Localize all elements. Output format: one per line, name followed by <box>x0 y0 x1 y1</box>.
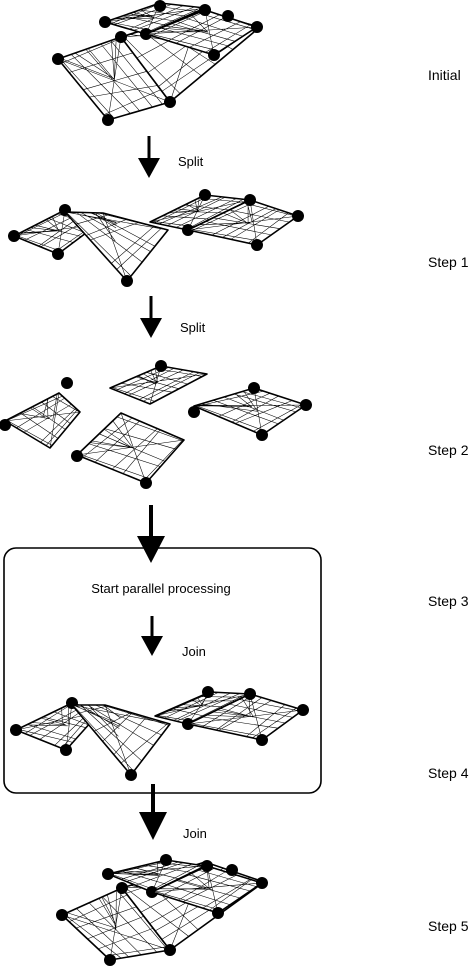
parallel-processing-box <box>3 547 322 794</box>
mesh-patch-outline <box>76 412 185 484</box>
mesh-triangulation <box>149 194 251 231</box>
mesh-node-dot <box>10 724 22 736</box>
mesh-node-dot <box>188 406 200 418</box>
stage-label-step-2: Step 2 <box>428 442 469 458</box>
mesh-node-dot <box>52 248 64 260</box>
mesh-node-dot <box>71 450 83 462</box>
mesh-triangulation <box>4 392 81 449</box>
mesh-node-dot <box>8 230 20 242</box>
mesh-node-dot <box>52 53 64 65</box>
mesh-triangulation <box>154 691 251 725</box>
mesh-triangulation <box>187 693 304 741</box>
arrow-label-split-1: Split <box>178 154 204 169</box>
mesh-initial-right <box>145 4 263 61</box>
mesh-node-dot <box>199 189 211 201</box>
mesh-node-dot <box>251 239 263 251</box>
mesh-triangulation <box>13 209 99 255</box>
mesh-node-dot <box>155 360 167 372</box>
mesh-initial-left <box>52 36 171 126</box>
mesh-step1-center <box>64 211 169 287</box>
mesh-node-dot <box>226 864 238 876</box>
mesh-node-dot <box>244 688 256 700</box>
mesh-step2-b <box>109 360 208 405</box>
mesh-node-dot <box>140 477 152 489</box>
mesh-node-dot <box>297 704 309 716</box>
arrow-label-join-1: Join <box>182 644 206 659</box>
mesh-node-dot <box>164 96 176 108</box>
mesh-node-dot <box>60 744 72 756</box>
mesh-layer <box>0 0 312 966</box>
arrow-down-icon <box>137 505 165 563</box>
mesh-node-dot <box>56 909 68 921</box>
mesh-triangulation <box>193 387 307 436</box>
mesh-step2-a <box>0 377 81 449</box>
mesh-step5-right <box>151 860 268 919</box>
stage-label-step-4: Step 4 <box>428 765 469 781</box>
mesh-node-dot <box>251 21 263 33</box>
mesh-step2-d <box>188 382 312 441</box>
mesh-node-dot <box>102 114 114 126</box>
mesh-step2-c <box>71 412 185 489</box>
mesh-node-dot <box>0 419 11 431</box>
mesh-node-dot <box>256 734 268 746</box>
mesh-step4-right-b <box>187 688 309 746</box>
mesh-triangulation <box>187 199 299 246</box>
mesh-node-dot <box>244 194 256 206</box>
mesh-node-dot <box>125 769 137 781</box>
mesh-node-dot <box>222 10 234 22</box>
mesh-node-dot <box>99 16 111 28</box>
mesh-node-dot <box>116 882 128 894</box>
arrow-down-icon <box>139 784 167 840</box>
mesh-step1-right-b <box>187 194 304 251</box>
mesh-node-dot <box>160 854 172 866</box>
mesh-node-dot <box>102 868 114 880</box>
stage-label-step-1: Step 1 <box>428 254 469 270</box>
mesh-step4-left <box>10 697 101 756</box>
mesh-triangulation <box>145 9 258 56</box>
stage-label-initial: Initial <box>428 67 461 83</box>
mesh-node-dot <box>256 877 268 889</box>
mesh-triangulation <box>109 365 208 405</box>
stage-label-step-3: Step 3 <box>428 593 469 609</box>
mesh-triangulation <box>71 704 171 776</box>
mesh-node-dot <box>121 275 133 287</box>
mesh-triangulation <box>57 36 171 121</box>
mesh-node-dot <box>154 0 166 12</box>
mesh-triangulation <box>64 211 169 282</box>
arrow-down-icon <box>140 296 162 338</box>
mesh-node-dot <box>256 429 268 441</box>
stage-label-step-5: Step 5 <box>428 918 469 934</box>
mesh-node-dot <box>292 210 304 222</box>
mesh-step4-center <box>71 704 171 781</box>
mesh-node-dot <box>199 4 211 16</box>
mesh-triangulation <box>61 887 171 961</box>
mesh-node-dot <box>208 49 220 61</box>
mesh-triangulation <box>151 865 263 914</box>
mesh-node-dot <box>248 382 260 394</box>
arrow-label-join-2: Join <box>183 826 207 841</box>
mesh-node-dot <box>164 944 176 956</box>
mesh-node-dot <box>202 686 214 698</box>
parallel-processing-title: Start parallel processing <box>91 581 230 596</box>
mesh-triangulation <box>104 2 206 35</box>
mesh-node-dot <box>201 860 213 872</box>
mesh-triangulation <box>76 412 185 484</box>
mesh-node-dot <box>115 31 127 43</box>
mesh-node-dot <box>104 954 116 966</box>
mesh-triangulation <box>107 859 206 893</box>
arrow-down-icon <box>141 616 163 656</box>
arrow-down-icon <box>138 136 160 178</box>
mesh-triangulation <box>15 702 101 751</box>
mesh-node-dot <box>300 399 312 411</box>
mesh-node-dot <box>61 377 73 389</box>
arrow-label-split-2: Split <box>180 320 206 335</box>
mesh-initial-top <box>99 0 206 40</box>
mesh-node-dot <box>212 907 224 919</box>
